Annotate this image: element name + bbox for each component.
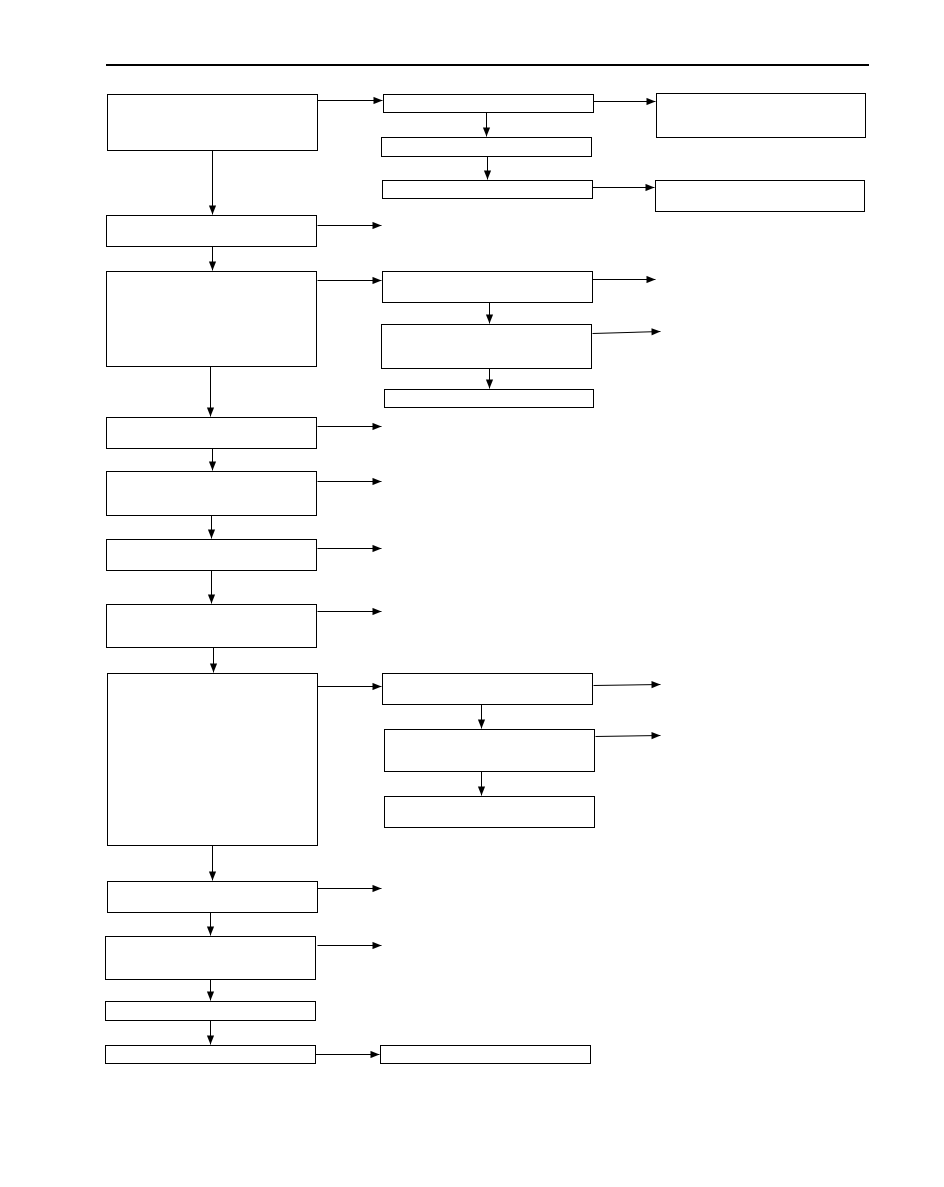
boxes-layer: [105, 93, 866, 1064]
flow-box-b10: [380, 1045, 591, 1064]
flow-box-b2: [381, 137, 592, 157]
flow-box-m4: [106, 417, 317, 449]
flow-arrow: [595, 732, 661, 740]
flow-box-frame: [382, 271, 593, 303]
flow-box-frame: [380, 1045, 591, 1064]
flow-box-frame: [106, 417, 317, 449]
flow-box-b9: [384, 796, 595, 828]
flow-box-frame: [382, 673, 593, 705]
flow-box-frame: [381, 137, 592, 157]
flow-box-m2: [106, 215, 317, 247]
flow-box-frame: [105, 1001, 316, 1021]
flow-box-r2: [655, 180, 865, 212]
flow-box-b3: [382, 180, 593, 199]
flow-box-m8: [107, 673, 318, 846]
flow-box-frame: [382, 180, 593, 199]
flow-box-frame: [384, 796, 595, 828]
flow-box-frame: [105, 1045, 316, 1064]
flow-arrow: [593, 681, 661, 689]
flow-box-b6: [384, 389, 594, 408]
flow-box-b8: [384, 729, 595, 772]
flow-box-frame: [655, 180, 865, 212]
flow-box-frame: [656, 93, 866, 138]
flow-box-r1: [656, 93, 866, 138]
flow-box-b5: [381, 324, 592, 369]
flow-box-frame: [384, 729, 595, 772]
flow-box-m6: [106, 539, 317, 571]
flow-box-frame: [107, 881, 318, 913]
arrows-layer: [206, 96, 661, 1059]
flow-box-frame: [106, 539, 317, 571]
flow-box-frame: [383, 94, 594, 113]
flow-arrow: [592, 328, 661, 336]
flow-box-m7: [106, 604, 317, 648]
flow-box-m10: [105, 936, 316, 980]
flow-box-b4: [382, 271, 593, 303]
flow-box-b7: [382, 673, 593, 705]
flow-box-m12: [105, 1045, 316, 1064]
flow-box-b1: [383, 94, 594, 113]
flow-box-frame: [106, 471, 317, 516]
flow-box-frame: [384, 389, 594, 408]
flow-box-m11: [105, 1001, 316, 1021]
flow-box-frame: [106, 215, 317, 247]
flow-box-m1: [107, 94, 318, 151]
flow-box-frame: [107, 94, 318, 151]
flow-box-frame: [106, 271, 317, 367]
flow-box-frame: [106, 604, 317, 648]
flow-box-frame: [381, 324, 592, 369]
flow-box-m9: [107, 881, 318, 913]
flow-box-frame: [105, 936, 316, 980]
flow-box-m5: [106, 471, 317, 516]
flow-box-m3: [106, 271, 317, 367]
flow-box-frame: [107, 673, 318, 846]
